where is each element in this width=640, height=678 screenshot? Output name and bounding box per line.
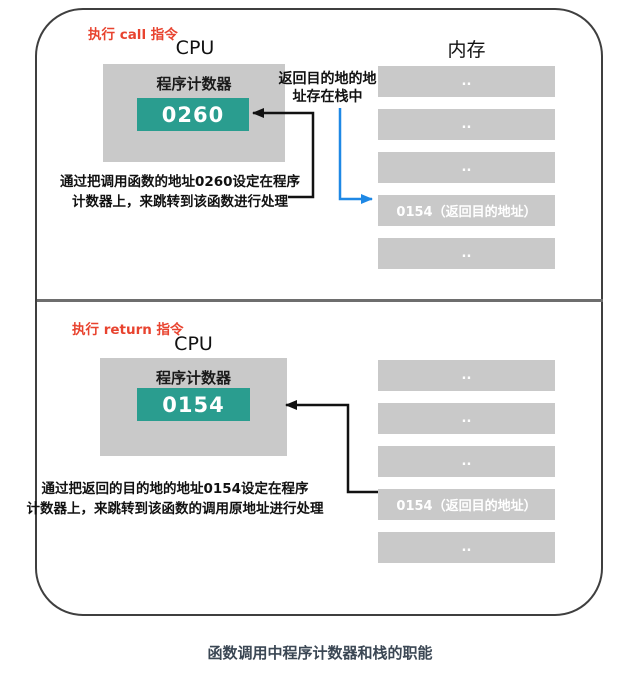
call-annotation-line2: 计数器上，来跳转到该函数进行处理: [72, 194, 288, 210]
memory-title: 内存: [447, 39, 486, 61]
program-counter-label-call: 程序计数器: [156, 75, 232, 93]
program-counter-value-return: 0154: [137, 388, 250, 421]
call-annotation: 通过把调用函数的地址0260设定在程序 计数器上，来跳转到该函数进行处理: [30, 172, 330, 212]
diagram-border: [35, 8, 603, 616]
memory-row: ..: [378, 152, 555, 183]
cpu-box-call: 程序计数器 0260: [103, 64, 285, 162]
program-counter-value-call: 0260: [137, 98, 249, 131]
memory-row-return-address-call: 0154（返回目的地址）: [378, 195, 555, 226]
memory-row: ..: [378, 66, 555, 97]
stack-note: 返回目的地的地 址存在栈中: [262, 70, 393, 106]
section-divider: [37, 299, 603, 302]
cpu-title-return: CPU: [174, 333, 213, 355]
cpu-title-call: CPU: [175, 37, 215, 59]
execute-return-label: 执行 return 指令: [72, 322, 184, 338]
cpu-box-return: 程序计数器 0154: [100, 358, 287, 456]
return-annotation-line1: 通过把返回的目的地的地址0154设定在程序: [41, 481, 309, 497]
stack-note-line2: 址存在栈中: [292, 89, 363, 105]
execute-call-label: 执行 call 指令: [88, 27, 178, 43]
figure-caption: 函数调用中程序计数器和栈的职能: [207, 644, 433, 662]
memory-row: ..: [378, 532, 555, 563]
memory-row: ..: [378, 446, 555, 477]
memory-row: ..: [378, 109, 555, 140]
call-annotation-line1: 通过把调用函数的地址0260设定在程序: [59, 174, 301, 190]
memory-row: ..: [378, 360, 555, 391]
memory-row: ..: [378, 403, 555, 434]
memory-row-return-address-return: 0154（返回目的地址）: [378, 489, 555, 520]
return-annotation-line2: 计数器上，来跳转到该函数的调用原地址进行处理: [26, 501, 324, 517]
stack-note-line1: 返回目的地的地: [278, 71, 377, 87]
return-annotation: 通过把返回的目的地的地址0154设定在程序 计数器上，来跳转到该函数的调用原地址…: [25, 479, 325, 519]
memory-row: ..: [378, 238, 555, 269]
program-counter-label-return: 程序计数器: [155, 369, 231, 387]
